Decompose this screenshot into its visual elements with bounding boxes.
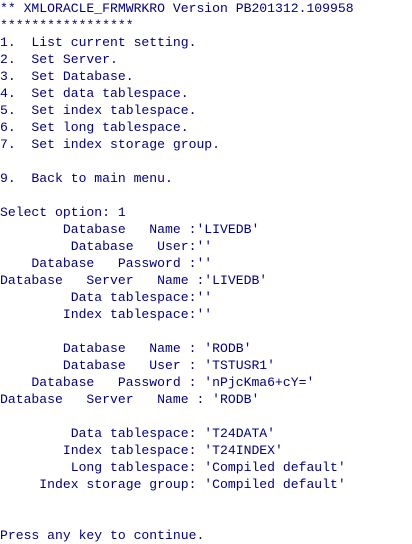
menu-option-1: 1. List current setting.	[0, 35, 197, 50]
ro-long-tablespace: Long tablespace: 'Compiled default'	[0, 460, 346, 475]
ro-database-server-name: Database Server Name : 'RODB'	[0, 392, 260, 407]
ro-index-tablespace: Index tablespace: 'T24INDEX'	[0, 443, 283, 458]
menu-option-6: 6. Set long tablespace.	[0, 120, 189, 135]
current-database-name: Database Name :'LIVEDB'	[0, 222, 260, 237]
ro-database-user: Database User : 'TSTUSR1'	[0, 358, 276, 373]
menu-option-4: 4. Set data tablespace.	[0, 86, 189, 101]
select-option-prompt: Select option: 1	[0, 205, 126, 220]
menu-option-7: 7. Set index storage group.	[0, 137, 221, 152]
menu-option-5: 5. Set index tablespace.	[0, 103, 197, 118]
current-index-tablespace: Index tablespace:''	[0, 307, 213, 322]
current-database-user: Database User:''	[0, 239, 213, 254]
menu-option-3: 3. Set Database.	[0, 69, 134, 84]
ro-index-storage-group: Index storage group: 'Compiled default'	[0, 477, 346, 492]
current-data-tablespace: Data tablespace:''	[0, 290, 213, 305]
ro-data-tablespace: Data tablespace: 'T24DATA'	[0, 426, 276, 441]
continue-prompt: Press any key to continue.	[0, 528, 205, 543]
current-database-password: Database Password :''	[0, 256, 213, 271]
current-database-server-name: Database Server Name :'LIVEDB'	[0, 273, 268, 288]
ro-database-name: Database Name : 'RODB'	[0, 341, 252, 356]
menu-option-9: 9. Back to main menu.	[0, 171, 173, 186]
header-separator: *****************	[0, 18, 134, 33]
version-header: ** XMLORACLE_FRMWRKRO Version PB201312.1…	[0, 1, 354, 16]
ro-database-password: Database Password : 'nPjcKma6+cY='	[0, 375, 315, 390]
menu-option-2: 2. Set Server.	[0, 52, 118, 67]
